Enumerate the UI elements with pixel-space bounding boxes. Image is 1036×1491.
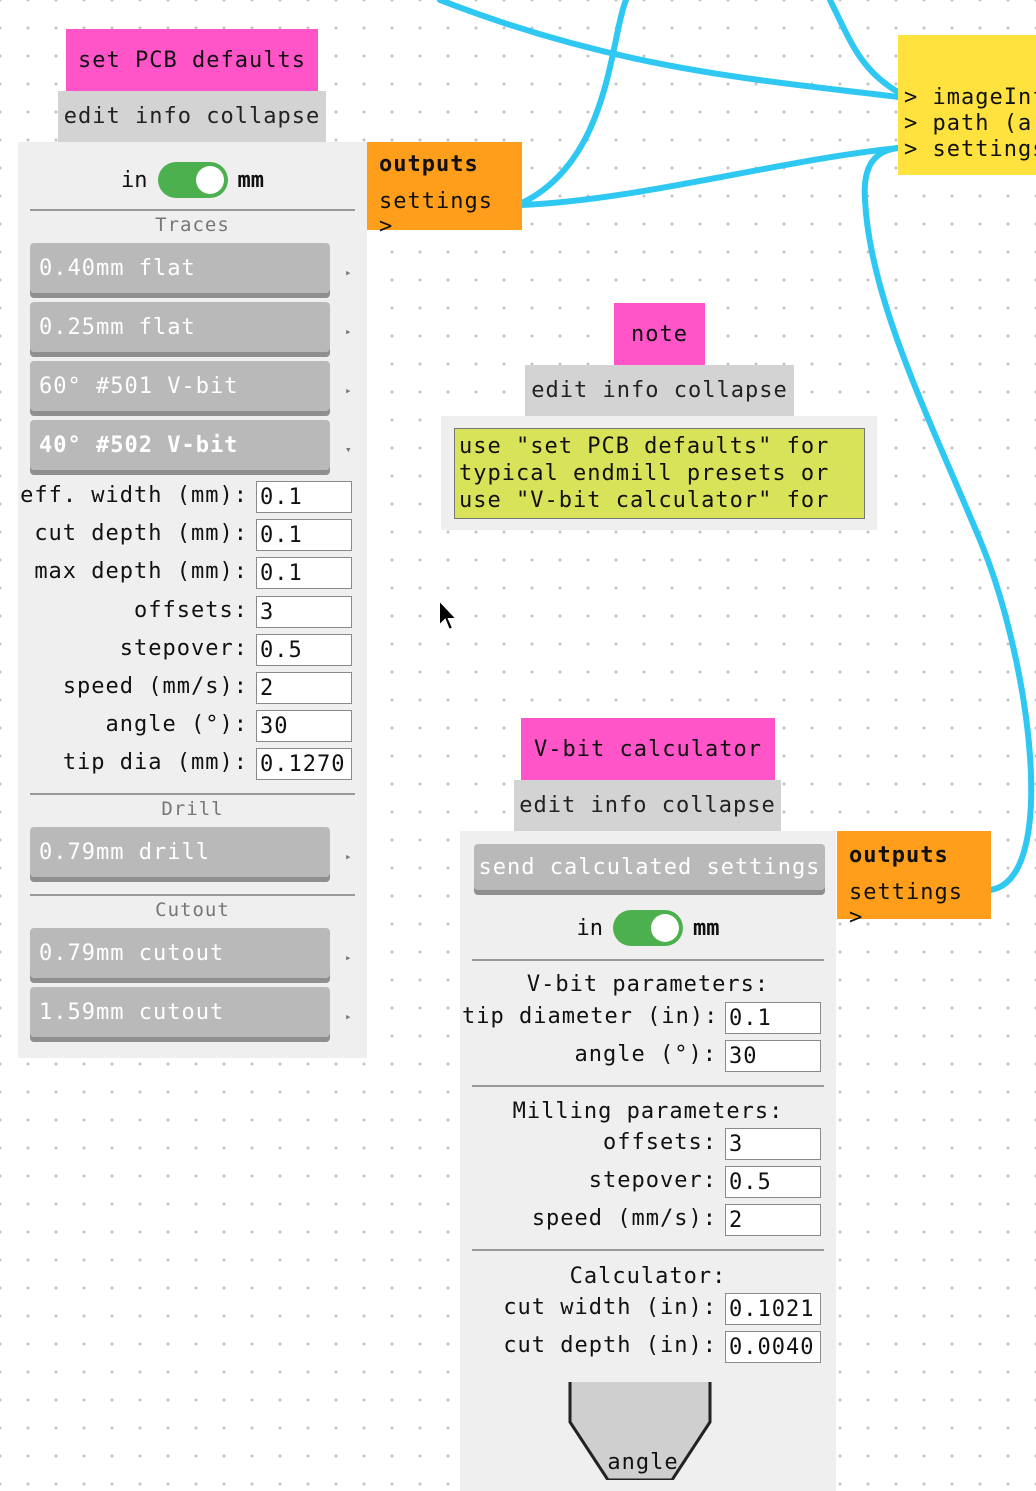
- caret-right-icon: ▸: [345, 384, 352, 397]
- outputs-heading: outputs: [849, 843, 949, 868]
- divider: [472, 1249, 824, 1251]
- tip-diameter-input[interactable]: [725, 1002, 821, 1034]
- units-mm-label: mm: [237, 167, 265, 193]
- vbit-title[interactable]: V-bit calculator: [521, 718, 775, 780]
- cut-depth-label: cut depth (mm):: [34, 521, 248, 546]
- cutout-heading: Cutout: [155, 899, 230, 921]
- input-imageinfo[interactable]: > imageInfo: [904, 85, 1036, 110]
- vbit-stepover-input[interactable]: [725, 1166, 821, 1198]
- wire-pcb-settings-to-inputs: [519, 145, 901, 208]
- preset-040mm-flat[interactable]: 0.40mm flat: [30, 243, 330, 293]
- output-settings[interactable]: settings >: [379, 189, 493, 239]
- vbit-controls[interactable]: edit info collapse: [514, 780, 781, 831]
- speed-input[interactable]: [256, 672, 352, 704]
- vbit-offsets-input[interactable]: [725, 1128, 821, 1160]
- caret-down-icon: ▾: [345, 443, 352, 456]
- preset-025mm-flat[interactable]: 0.25mm flat: [30, 302, 330, 352]
- vbit-offsets-label: offsets:: [603, 1130, 717, 1155]
- caret-right-icon: ▸: [345, 1010, 352, 1023]
- divider: [30, 209, 355, 211]
- units-in-label: in: [121, 167, 148, 193]
- units-toggle[interactable]: [157, 162, 228, 198]
- cut-depth-input[interactable]: [256, 519, 352, 551]
- tip-dia-label: tip dia (mm):: [62, 750, 248, 775]
- vbit-stepover-label: stepover:: [588, 1168, 717, 1193]
- preset-40-vbit[interactable]: 40° #502 V-bit: [30, 420, 330, 470]
- toggle-knob: [651, 914, 679, 942]
- note-controls[interactable]: edit info collapse: [525, 365, 794, 416]
- divider: [30, 894, 355, 896]
- caret-right-icon: ▸: [345, 850, 352, 863]
- vbit-outputs-box: outputs settings >: [837, 831, 991, 930]
- wire-pcb-settings-up: [519, 0, 629, 206]
- eff-width-input[interactable]: [256, 481, 352, 513]
- divider: [30, 793, 355, 795]
- input-settings[interactable]: > settings: [904, 137, 1036, 162]
- max-depth-label: max depth (mm):: [34, 559, 248, 584]
- calc-cut-depth-label: cut depth (in):: [503, 1333, 717, 1358]
- output-settings[interactable]: settings >: [849, 880, 963, 930]
- toggle-knob: [195, 166, 224, 194]
- vbit-speed-label: speed (mm/s):: [531, 1206, 717, 1231]
- units-in-label: in: [576, 915, 604, 941]
- milling-params-heading: Milling parameters:: [512, 1099, 784, 1124]
- pcb-units-toggle-row: in mm: [18, 160, 367, 200]
- angle-label: angle (°):: [105, 712, 248, 737]
- tip-dia-input[interactable]: [256, 748, 352, 780]
- offsets-input[interactable]: [256, 596, 352, 628]
- cut-width-output[interactable]: [725, 1293, 821, 1325]
- divider: [472, 1085, 824, 1087]
- vbit-params-heading: V-bit parameters:: [526, 972, 770, 997]
- stepover-label: stepover:: [119, 636, 248, 661]
- traces-heading: Traces: [155, 214, 230, 236]
- pcb-outputs-box: outputs settings >: [367, 142, 522, 239]
- caret-right-icon: ▸: [345, 951, 352, 964]
- vbit-angle-diagram-label: angle: [607, 1450, 679, 1475]
- input-path[interactable]: > path (array): [904, 111, 1036, 136]
- preset-159mm-cutout[interactable]: 1.59mm cutout: [30, 987, 330, 1037]
- calculator-heading: Calculator:: [569, 1264, 727, 1289]
- inputs-box: > imageInfo > path (array) > settings: [898, 35, 1036, 175]
- mouse-cursor-icon: [438, 598, 460, 632]
- vbit-speed-input[interactable]: [725, 1204, 821, 1236]
- wire-top-to-imageinfo: [437, 0, 901, 100]
- units-mm-label: mm: [693, 915, 720, 941]
- units-toggle[interactable]: [613, 910, 683, 946]
- divider: [472, 959, 824, 961]
- vbit-angle-input[interactable]: [725, 1040, 821, 1072]
- caret-right-icon: ▸: [345, 325, 352, 338]
- pcb-defaults-controls[interactable]: edit info collapse: [58, 91, 326, 142]
- preset-079mm-cutout[interactable]: 0.79mm cutout: [30, 928, 330, 978]
- eff-width-label: eff. width (mm):: [20, 483, 248, 508]
- wire-vbit-settings-to-inputs: [861, 145, 1035, 893]
- preset-60-vbit[interactable]: 60° #501 V-bit: [30, 361, 330, 411]
- cut-width-label: cut width (in):: [503, 1295, 717, 1320]
- pcb-defaults-title[interactable]: set PCB defaults: [66, 29, 318, 91]
- preset-079mm-drill[interactable]: 0.79mm drill: [30, 827, 330, 877]
- drill-heading: Drill: [161, 798, 224, 820]
- vbit-diagram: [568, 1382, 712, 1480]
- wire-top-to-inputs: [827, 0, 901, 95]
- note-title[interactable]: note: [614, 303, 705, 365]
- offsets-label: offsets:: [134, 598, 248, 623]
- vbit-angle-label: angle (°):: [574, 1042, 717, 1067]
- tip-diameter-label: tip diameter (in):: [462, 1004, 719, 1029]
- caret-right-icon: ▸: [345, 266, 352, 279]
- send-calculated-settings-button[interactable]: send calculated settings: [474, 844, 825, 890]
- outputs-heading: outputs: [379, 152, 479, 177]
- max-depth-input[interactable]: [256, 557, 352, 589]
- note-textarea[interactable]: use "set PCB defaults" for typical endmi…: [454, 428, 865, 519]
- stepover-input[interactable]: [256, 634, 352, 666]
- calc-cut-depth-output[interactable]: [725, 1331, 821, 1363]
- angle-input[interactable]: [256, 710, 352, 742]
- vbit-units-toggle-row: in mm: [460, 908, 836, 948]
- speed-label: speed (mm/s):: [62, 674, 248, 699]
